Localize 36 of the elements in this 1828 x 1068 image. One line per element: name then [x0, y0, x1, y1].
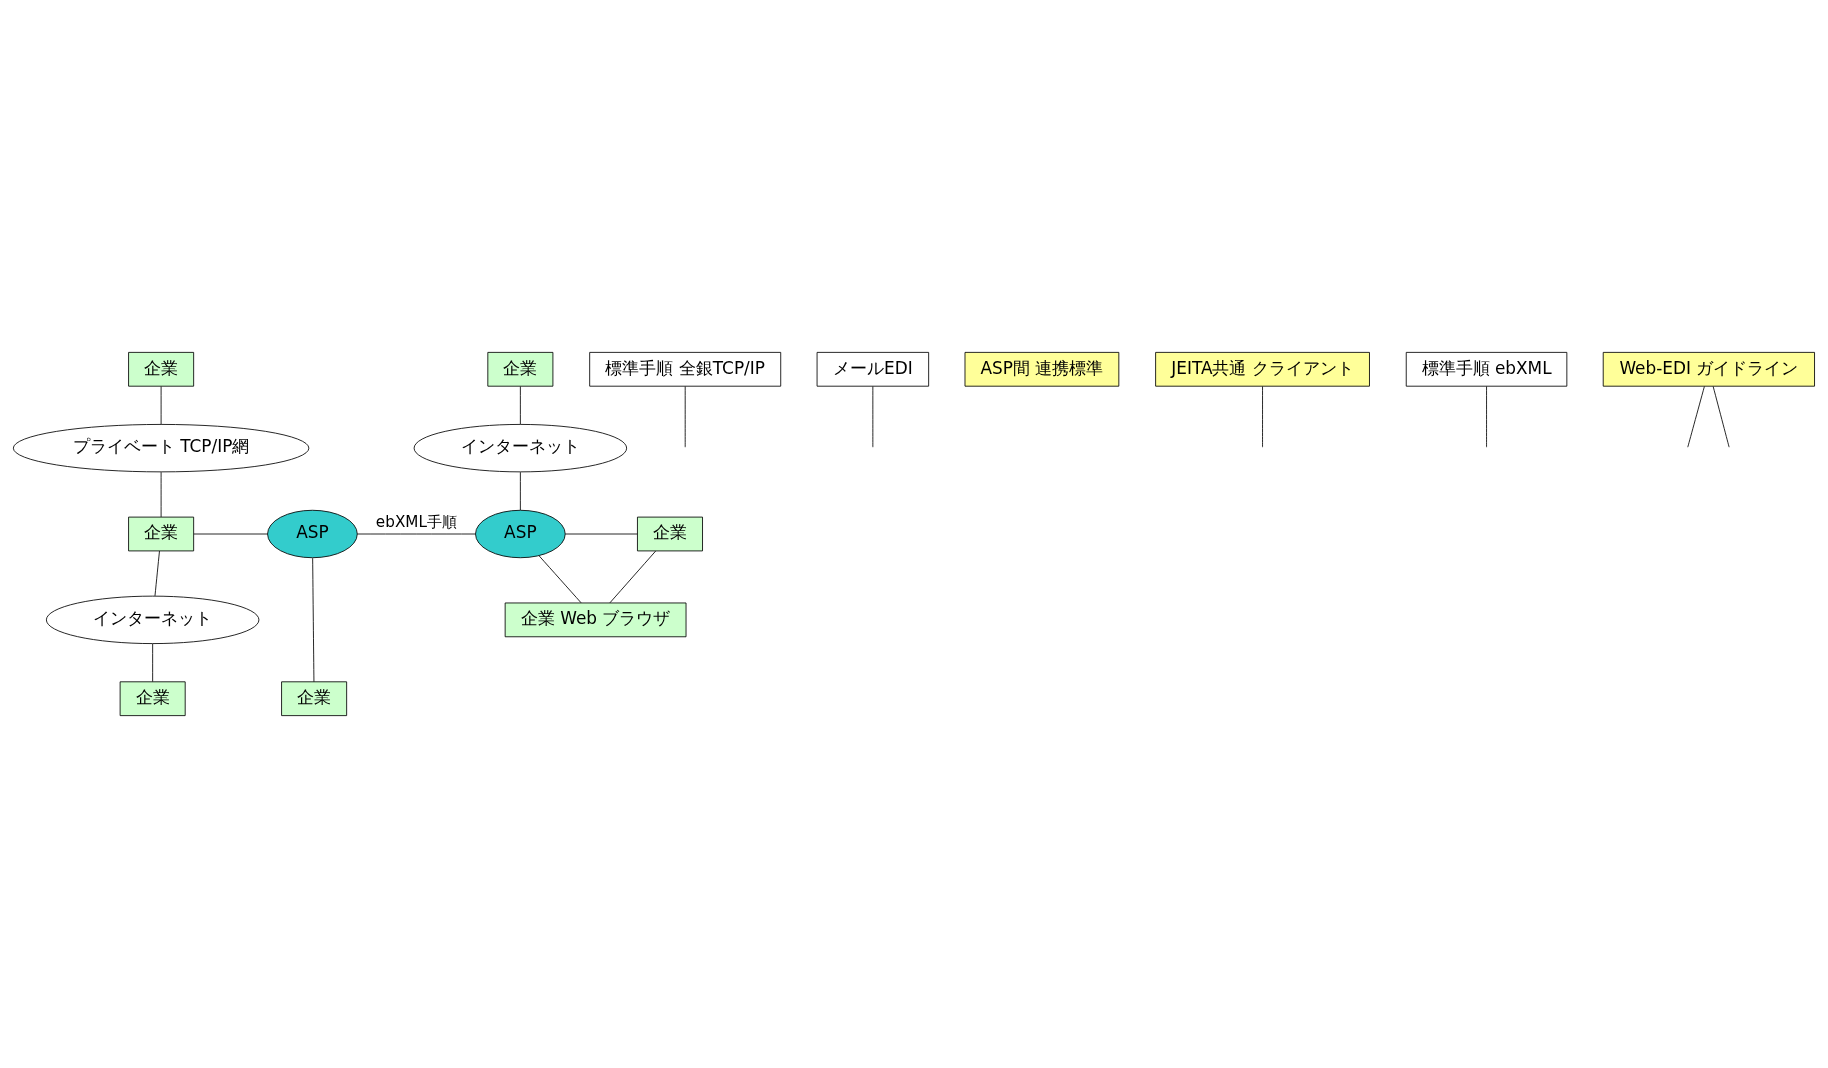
node-box: JEITA共通 クライアント	[1155, 351, 1370, 387]
node-ellipse: ASP	[267, 509, 358, 559]
node-ellipse: プライベート TCP/IP網	[12, 424, 310, 473]
connector	[538, 555, 582, 604]
node-box: メールEDI	[816, 351, 930, 387]
edge-label: ebXML手順	[375, 512, 457, 531]
node-box: 企業	[128, 516, 195, 552]
connector	[519, 386, 521, 425]
connector	[312, 557, 315, 683]
connector	[684, 386, 686, 448]
connector	[1262, 386, 1263, 448]
node-box: 標準手順 全銀TCP/IP	[589, 351, 782, 387]
node-ellipse: インターネット	[413, 424, 628, 473]
connector	[356, 533, 476, 535]
node-box: 企業	[637, 516, 703, 552]
node-ellipse: ASP	[475, 509, 566, 559]
connector	[872, 386, 874, 448]
connector	[609, 550, 657, 604]
node-box: 企業	[281, 681, 348, 717]
connector	[564, 533, 638, 535]
connector	[1486, 386, 1487, 448]
node-box: ASP間 連携標準	[964, 351, 1120, 387]
node-box: Web-EDI ガイドライン	[1602, 351, 1815, 387]
node-box: 企業 Web ブラウザ	[504, 602, 687, 638]
connector	[154, 550, 160, 597]
connector	[152, 643, 154, 682]
node-box: 企業	[128, 351, 195, 387]
node-ellipse: インターネット	[45, 595, 260, 644]
node-box: 企業	[487, 351, 554, 387]
node-box: 企業	[119, 681, 186, 717]
connector	[1687, 386, 1705, 448]
connector	[193, 533, 268, 535]
connector	[160, 386, 162, 425]
connector	[519, 471, 521, 511]
node-box: 標準手順 ebXML	[1405, 351, 1568, 387]
connector	[1712, 386, 1730, 448]
